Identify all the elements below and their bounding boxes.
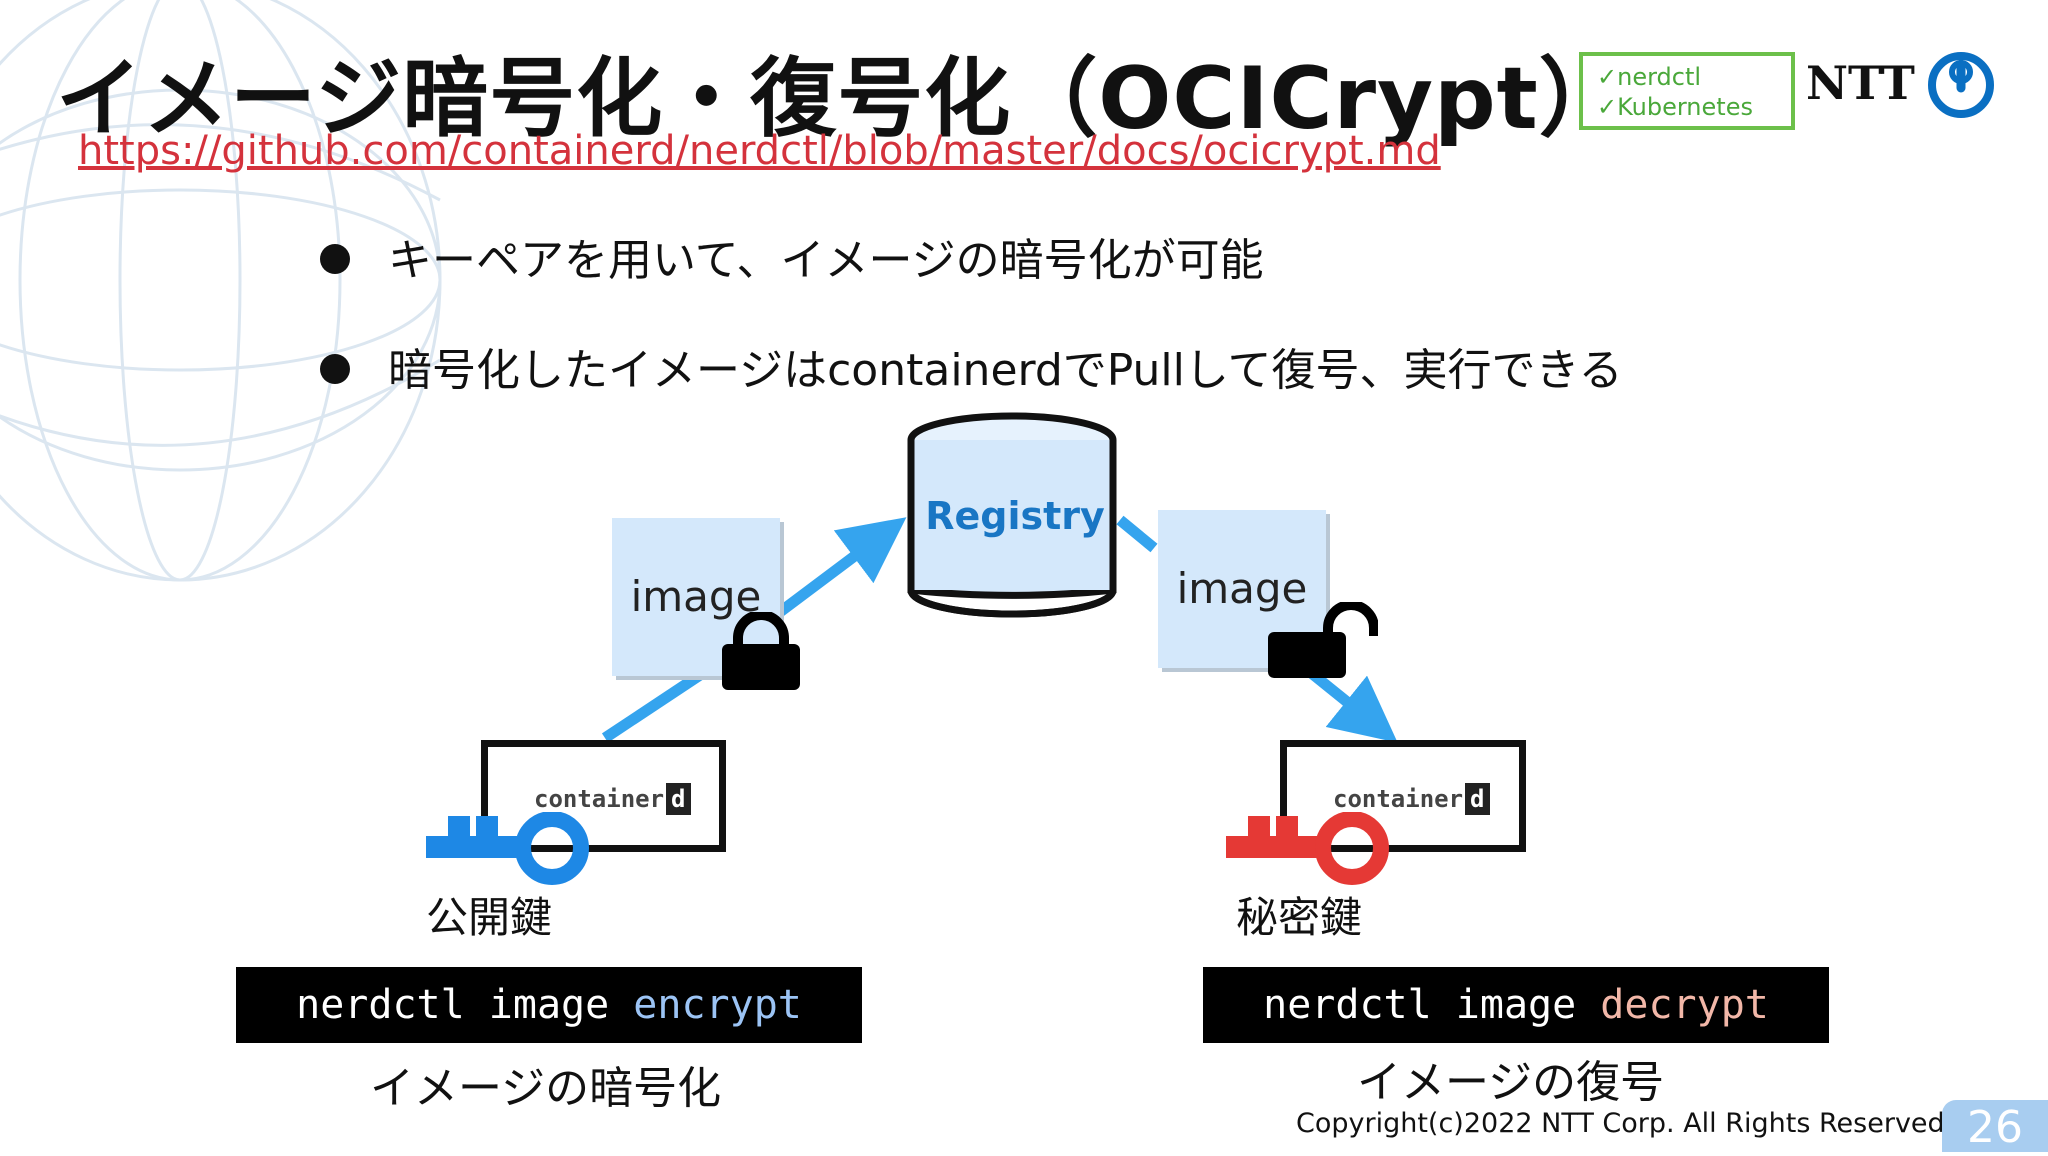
bullet-item: 暗号化したイメージはcontainerdでPullして復号、実行できる bbox=[320, 334, 1623, 398]
containerd-logo-text: container bbox=[1333, 785, 1464, 813]
arrow-push-lower bbox=[601, 670, 704, 743]
tag-box: ✓nerdctl ✓Kubernetes bbox=[1579, 52, 1795, 130]
bullet-item: キーペアを用いて、イメージの暗号化が可能 bbox=[320, 224, 1264, 288]
arrow-pull-upper bbox=[1116, 515, 1158, 553]
lock-closed-icon bbox=[722, 612, 800, 690]
page-number: 26 bbox=[1942, 1100, 2048, 1153]
registry-label: Registry bbox=[925, 494, 1105, 538]
ntt-wordmark: NTT bbox=[1806, 56, 1915, 110]
decrypt-command: nerdctl image decrypt bbox=[1203, 967, 1829, 1043]
registry-cylinder-icon bbox=[907, 412, 1117, 618]
ntt-logo-icon bbox=[1928, 52, 1994, 118]
containerd-logo-badge: d bbox=[666, 783, 691, 815]
arrow-pull-lower bbox=[1306, 667, 1398, 743]
docs-link[interactable]: https://github.com/containerd/nerdctl/bl… bbox=[78, 128, 1441, 174]
tag-nerdctl: ✓nerdctl bbox=[1597, 63, 1702, 91]
public-key-label: 公開鍵 bbox=[426, 893, 553, 942]
lock-open-icon bbox=[1268, 602, 1378, 678]
private-key-icon bbox=[1226, 812, 1389, 885]
encrypt-caption: イメージの暗号化 bbox=[370, 1063, 722, 1114]
decrypt-caption: イメージの復号 bbox=[1357, 1057, 1665, 1108]
public-key-icon bbox=[426, 812, 589, 885]
copyright-notice: Copyright(c)2022 NTT Corp. All Rights Re… bbox=[1296, 1108, 1954, 1139]
background-globe bbox=[0, 0, 442, 582]
containerd-logo-badge: d bbox=[1465, 783, 1490, 815]
encrypt-command: nerdctl image encrypt bbox=[236, 967, 862, 1043]
bullet-dot bbox=[320, 244, 350, 274]
decrypt-keyword: decrypt bbox=[1600, 982, 1769, 1028]
encrypted-image-box: image bbox=[612, 518, 780, 676]
tag-kubernetes: ✓Kubernetes bbox=[1597, 93, 1753, 121]
page-title: イメージ暗号化・復号化（OCICrypt） bbox=[56, 49, 1626, 149]
arrow-push-upper bbox=[776, 517, 907, 617]
containerd-logo-text: container bbox=[534, 785, 665, 813]
encrypt-keyword: encrypt bbox=[633, 982, 802, 1028]
private-key-label: 秘密鍵 bbox=[1236, 893, 1363, 942]
bullet-dot bbox=[320, 354, 350, 384]
